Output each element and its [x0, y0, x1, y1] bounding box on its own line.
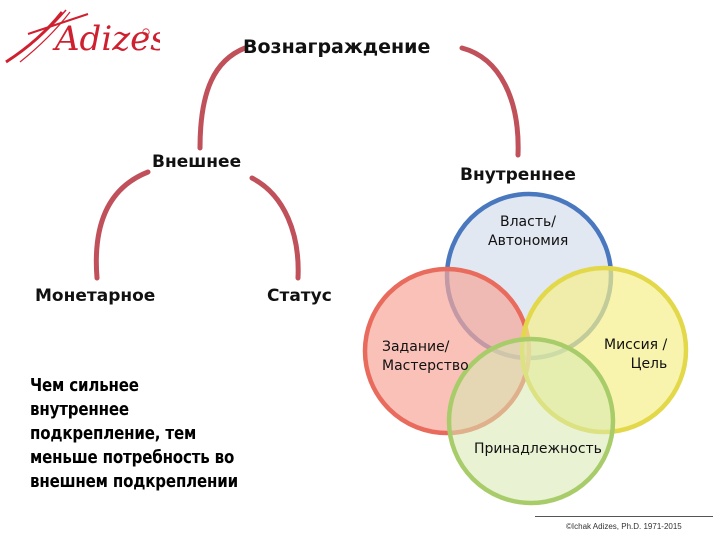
venn-circle-belonging: [446, 336, 616, 506]
connector-external-status: [249, 175, 301, 281]
internal-label: Внутреннее: [460, 165, 576, 185]
connector-external-monetary: [93, 169, 151, 281]
venn-label-mission-line1: Миссия /: [604, 337, 668, 353]
registered-mark-icon: [142, 28, 150, 36]
note-line-4: меньше потребность во: [30, 448, 235, 468]
venn-label-power-line2: Автономия: [488, 233, 569, 249]
note-line-5: внешнем подкреплении: [30, 472, 239, 492]
venn-label-mission-line2: Цель: [630, 356, 668, 372]
status-label: Статус: [267, 286, 332, 306]
note-text: Чем сильнее внутреннее подкрепление, тем…: [30, 374, 238, 494]
venn-label-mission: Миссия / Цель: [604, 336, 667, 374]
venn-label-power-line1: Власть/: [500, 214, 556, 230]
root-label: Вознаграждение: [243, 36, 431, 58]
external-label: Внешнее: [152, 152, 242, 172]
monetary-label: Монетарное: [35, 286, 156, 306]
connector-root-internal: [459, 45, 521, 158]
footer-rule: [535, 516, 713, 517]
venn-label-power: Власть/ Автономия: [488, 213, 568, 251]
venn-label-task: Задание/ Мастерство: [382, 338, 469, 376]
adizes-logo: Adizes: [5, 9, 160, 64]
venn-label-task-line1: Задание/: [382, 339, 450, 355]
note-line-3: подкрепление, тем: [30, 424, 197, 444]
logo-text: Adizes: [52, 19, 160, 59]
copyright-text: ©Ichak Adizes, Ph.D. 1971-2015: [566, 522, 682, 531]
venn-label-belonging: Принадлежность: [474, 441, 602, 457]
connector-root-external: [197, 45, 248, 151]
venn-label-task-line2: Мастерство: [382, 358, 469, 374]
note-line-1: Чем сильнее: [30, 376, 139, 396]
note-line-2: внутреннее: [30, 400, 129, 420]
